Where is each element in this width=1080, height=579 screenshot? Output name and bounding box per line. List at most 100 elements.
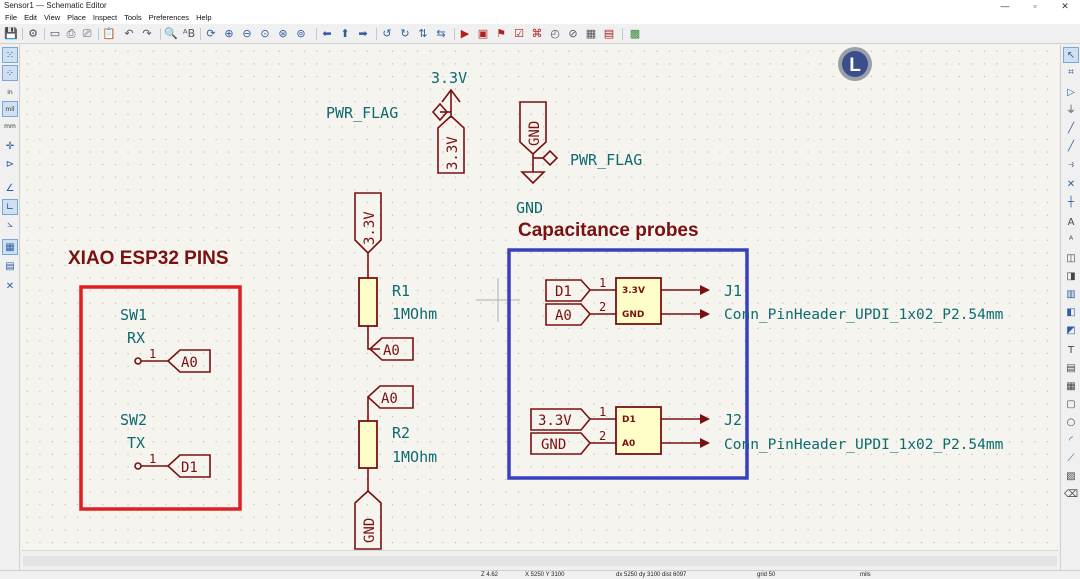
junction-icon[interactable]: ┼ [1067,197,1075,208]
xiao-group-box[interactable] [79,285,242,511]
print-icon[interactable]: ⎙ [66,27,76,40]
label-3v3-r1[interactable] [354,192,382,255]
label-a0-r2[interactable] [366,385,414,409]
menu-view[interactable]: View [44,13,61,22]
no-connect-icon[interactable]: ✕ [1066,179,1076,190]
import-sheet-pin-icon[interactable]: ◧ [1066,307,1076,318]
line-modes-45-icon[interactable]: ⦣ [7,219,13,230]
netlist-icon[interactable]: ▤ [603,27,615,40]
horizontal-scrollbar[interactable] [21,550,1059,570]
add-bus-icon[interactable]: ╱ [1067,141,1075,152]
text-box-icon[interactable]: ▤ [1066,363,1076,374]
grid-toggle-icon[interactable]: ⁙ [2,47,18,63]
net-class-icon[interactable]: ᴬ [1068,235,1074,246]
hier-label-icon[interactable]: ◨ [1066,271,1076,282]
net-label-icon[interactable]: A [1067,217,1075,228]
label-gnd-flag[interactable] [519,101,547,156]
pwr-flag-1-symbol[interactable] [431,102,451,122]
menu-inspect[interactable]: Inspect [92,13,118,22]
bom-icon[interactable]: ⊘ [568,27,578,40]
circle-icon[interactable]: ○ [1066,417,1076,428]
menu-tools[interactable]: Tools [124,13,142,22]
label-3v3-flag[interactable] [437,114,465,174]
rotate-cw-icon[interactable]: ↻ [400,27,410,40]
scrollbar-thumb[interactable] [23,556,1057,566]
navigate-up-icon[interactable]: ⬆ [340,27,350,40]
line-modes-free-icon[interactable]: ∠ [5,183,15,194]
label-a0-sw1[interactable] [166,349,211,373]
user-avatar[interactable]: L [838,47,872,81]
schematic-canvas[interactable]: 3.3V PWR_FLAG 3.3V GND PWR_FLAG [21,45,1059,550]
annotate-icon[interactable]: ⚑ [496,27,506,40]
label-d1-sw2[interactable] [166,454,211,478]
connector-j1[interactable] [590,277,710,325]
properties-panel-icon[interactable]: ▤ [5,261,15,272]
undo-icon[interactable]: ↶ [124,27,134,40]
zoom-fit-icon[interactable]: ⊙ [260,27,270,40]
units-mils-button[interactable]: mil [2,101,18,117]
sheet-pin-icon[interactable]: ◩ [1066,325,1076,336]
cursor-shape-icon[interactable]: ✛ [5,141,15,152]
mirror-h-icon[interactable]: ⇆ [436,27,446,40]
label-gnd-j2[interactable] [530,432,592,455]
paste-icon[interactable]: 📋 [102,27,116,40]
menu-file[interactable]: File [5,13,18,22]
bus-entry-icon[interactable]: ⥽ [1068,159,1074,170]
save-icon[interactable]: 💾 [4,27,18,40]
assign-footprints-icon[interactable]: ⌘ [531,27,543,40]
add-symbol-icon[interactable]: ▷ [1067,87,1075,98]
label-a0-j1[interactable] [545,303,592,326]
simulator-icon[interactable]: ◴ [550,27,560,40]
navigate-back-icon[interactable]: ⬅ [322,27,332,40]
units-inches-button[interactable]: in [7,89,13,96]
maximize-button[interactable]: ▫ [1033,1,1037,11]
tools-icon[interactable]: ✕ [5,281,15,292]
add-power-icon[interactable]: ⏚ [1066,105,1076,116]
menu-preferences[interactable]: Preferences [148,13,190,22]
zoom-objects-icon[interactable]: ⊛ [278,27,288,40]
global-label-icon[interactable]: ◫ [1066,253,1076,264]
connector-j2[interactable] [590,406,710,455]
fields-editor-icon[interactable]: ▦ [585,27,597,40]
delete-icon[interactable]: ⌫ [1063,489,1079,500]
symbol-editor-icon[interactable]: ▶ [460,27,470,40]
symbol-browser-icon[interactable]: ▣ [477,27,489,40]
label-a0-r1[interactable] [368,337,414,361]
refresh-icon[interactable]: ⟳ [206,27,216,40]
zoom-out-icon[interactable]: ⊖ [242,27,252,40]
erc-icon[interactable]: ☑ [514,27,524,40]
rectangle-icon[interactable]: ▢ [1066,399,1076,410]
minimize-button[interactable]: — [1000,1,1010,11]
select-tool-icon[interactable]: ↖ [1063,47,1079,63]
menu-place[interactable]: Place [67,13,86,22]
redo-icon[interactable]: ↷ [142,27,152,40]
units-mm-button[interactable]: mm [4,123,16,130]
resistor-r1[interactable] [358,253,380,350]
menu-edit[interactable]: Edit [24,13,38,22]
hierarchy-navigator-icon[interactable]: ▦ [2,239,18,255]
zoom-in-icon[interactable]: ⊕ [224,27,234,40]
hier-sheet-icon[interactable]: ▥ [1066,289,1076,300]
label-gnd-r2[interactable] [354,489,382,550]
close-button[interactable]: ✕ [1061,1,1069,11]
schematic-setup-icon[interactable]: ⚙ [28,27,38,40]
plot-icon[interactable]: ⎚ [82,27,92,40]
add-text-icon[interactable]: T [1067,345,1075,356]
arc-icon[interactable]: ◜ [1069,435,1073,446]
resistor-r2[interactable] [358,397,378,492]
lines-icon[interactable]: ⟋ [1067,453,1075,464]
table-icon[interactable]: ▦ [1066,381,1076,392]
add-wire-icon[interactable]: ╱ [1067,123,1075,134]
find-replace-icon[interactable]: ᴬB [182,27,196,40]
grid-overrides-icon[interactable]: ⁘ [2,65,18,81]
page-settings-icon[interactable]: ▭ [49,27,61,40]
sw2-pin[interactable] [134,462,168,470]
label-d1-j1[interactable] [545,279,592,302]
pwr-flag-2-symbol[interactable] [533,149,559,167]
mirror-v-icon[interactable]: ⇅ [418,27,428,40]
navigate-forward-icon[interactable]: ➡ [358,27,368,40]
line-modes-90-icon[interactable]: ∟ [2,199,18,215]
probes-group-box[interactable] [507,248,749,480]
find-icon[interactable]: 🔍 [164,27,178,40]
label-3v3-j2[interactable] [530,408,592,431]
